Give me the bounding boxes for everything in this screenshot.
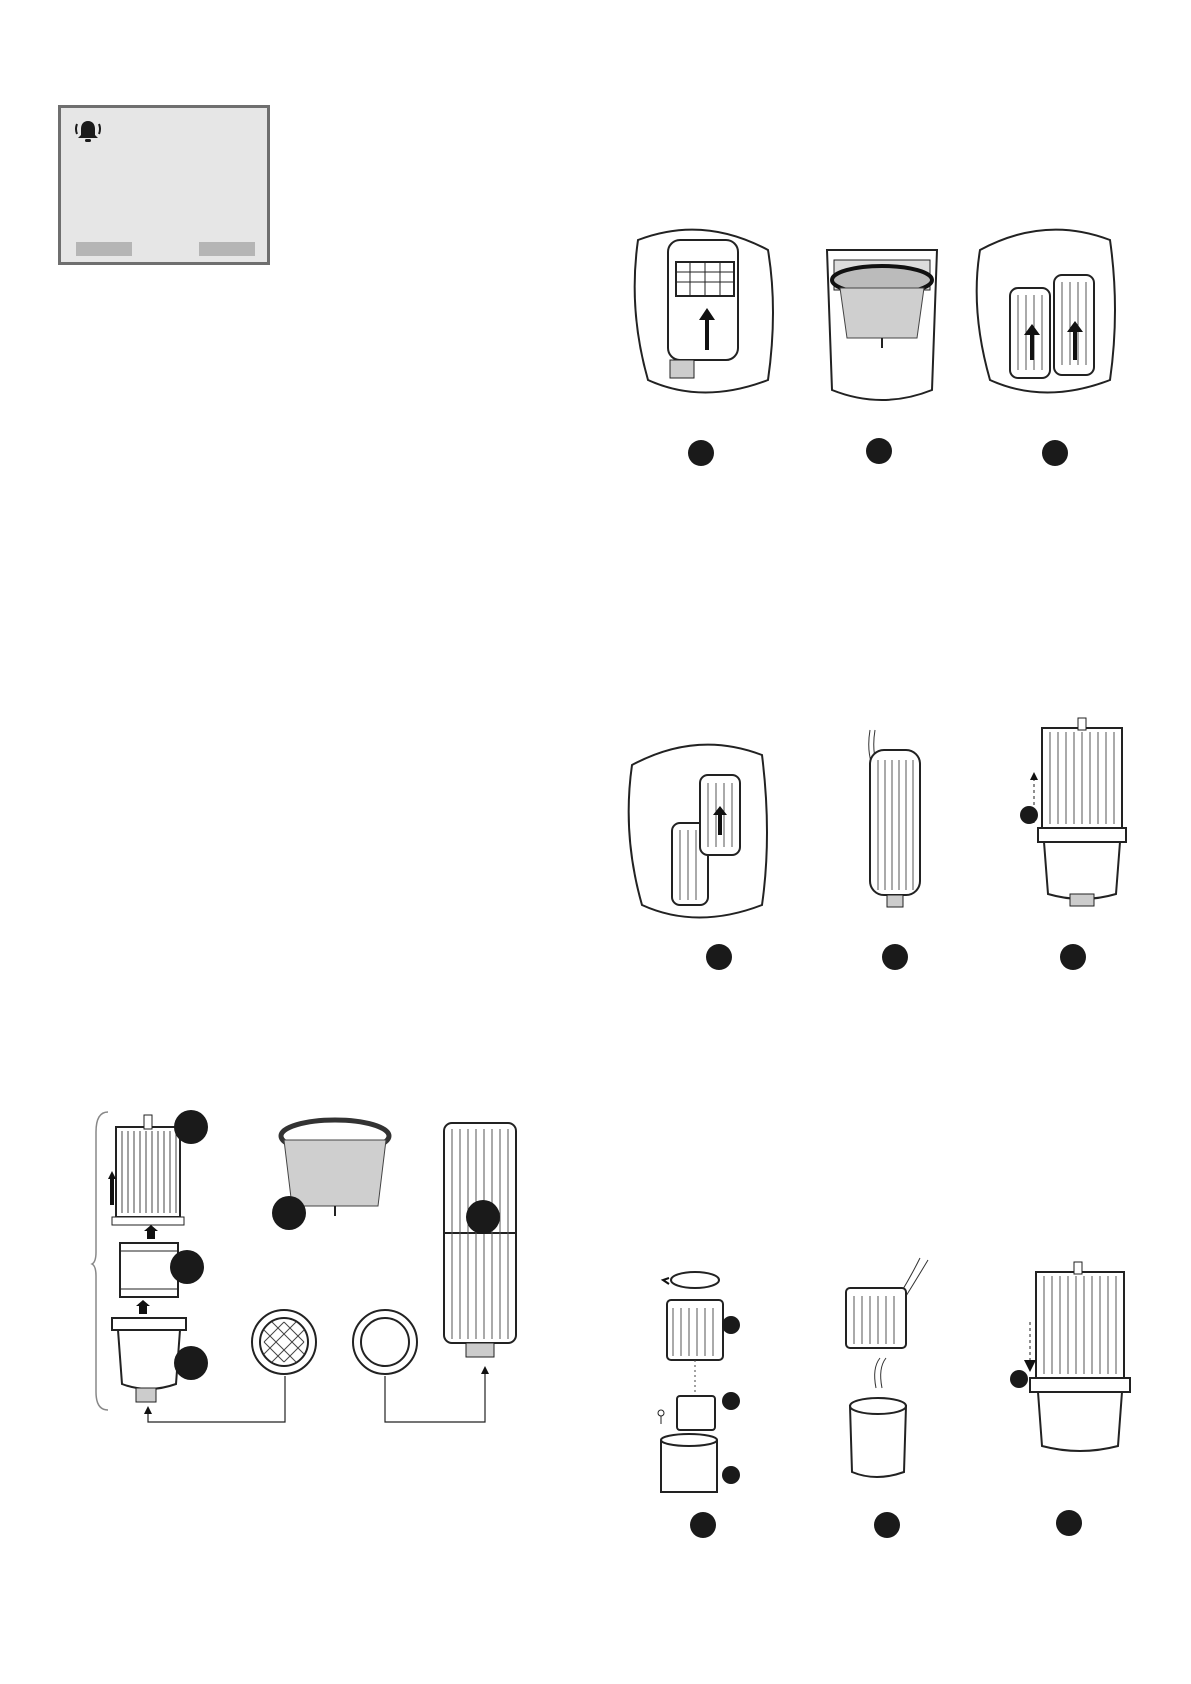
part-marker-long <box>466 1200 500 1234</box>
step-marker-row3-sub-4 <box>1010 1370 1028 1388</box>
step-marker-row2-3 <box>1060 944 1086 970</box>
step-marker-row3-2 <box>874 1512 900 1538</box>
figure-filter-housing-open <box>628 220 778 400</box>
part-long-cartridge <box>440 1115 520 1360</box>
part-marker-cap <box>174 1346 208 1380</box>
figure-skimmer-basket <box>822 250 942 410</box>
step-marker-row1-2 <box>866 438 892 464</box>
step-marker-row3-sub-1 <box>722 1316 740 1334</box>
alarm-right-button[interactable] <box>199 242 255 256</box>
step-marker-row2-1 <box>706 944 732 970</box>
figure-cartridge-rinse <box>835 730 935 910</box>
part-marker-upper <box>174 1110 208 1144</box>
figure-cartridge-lift <box>1030 718 1150 908</box>
step-marker-row3-1 <box>690 1512 716 1538</box>
step-marker-row1-1 <box>688 440 714 466</box>
step-marker-row1-3 <box>1042 440 1068 466</box>
part-marker-sleeve <box>170 1250 204 1284</box>
figure-rinse-parts <box>840 1258 940 1488</box>
step-marker-row2-2 <box>882 944 908 970</box>
alarm-bell-icon <box>73 116 103 146</box>
step-marker-row2-sub <box>1020 806 1038 824</box>
alarm-panel <box>58 105 270 265</box>
part-ring-gasket <box>350 1308 420 1376</box>
step-marker-row3-sub-2 <box>722 1392 740 1410</box>
step-marker-row3-sub-3 <box>722 1466 740 1484</box>
part-marker-basket <box>272 1196 306 1230</box>
figure-reassemble-cartridge <box>1018 1262 1138 1462</box>
step-marker-row3-3 <box>1056 1510 1082 1536</box>
figure-cartridge-in-housing <box>622 735 772 925</box>
figure-remove-cartridges <box>970 220 1120 400</box>
part-mesh-disc <box>250 1308 318 1376</box>
alarm-left-button[interactable] <box>76 242 132 256</box>
